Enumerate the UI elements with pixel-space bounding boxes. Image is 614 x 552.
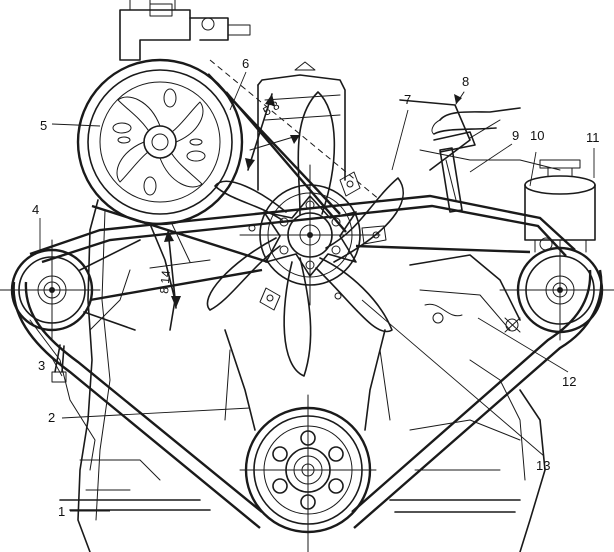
leader-lines — [39, 71, 595, 512]
engine-block — [29, 0, 561, 552]
dimension-lower: 8 14 — [157, 269, 173, 294]
callout-4: 4 — [32, 202, 39, 217]
callout-2: 2 — [48, 410, 55, 425]
callout-1: 1 — [58, 504, 65, 519]
callout-13: 13 — [536, 458, 550, 473]
callout-9: 9 — [512, 128, 519, 143]
callout-3: 3 — [38, 358, 45, 373]
callout-11: 11 — [586, 130, 600, 145]
callout-5: 5 — [40, 118, 47, 133]
callout-10: 10 — [530, 128, 544, 143]
left-pulley — [0, 239, 141, 383]
dimension-marks — [149, 93, 301, 309]
tensioner — [433, 119, 501, 213]
callout-8: 8 — [462, 74, 469, 89]
dimension-upper: 5 8 — [261, 98, 283, 119]
callout-6: 6 — [242, 56, 249, 71]
crankshaft-pulley — [239, 394, 377, 552]
right-pulley — [409, 159, 614, 341]
cooling-fan — [206, 91, 404, 377]
callout-12: 12 — [562, 374, 576, 389]
callout-7: 7 — [404, 92, 411, 107]
hand-finger — [431, 91, 521, 135]
drive-belts — [12, 59, 603, 529]
